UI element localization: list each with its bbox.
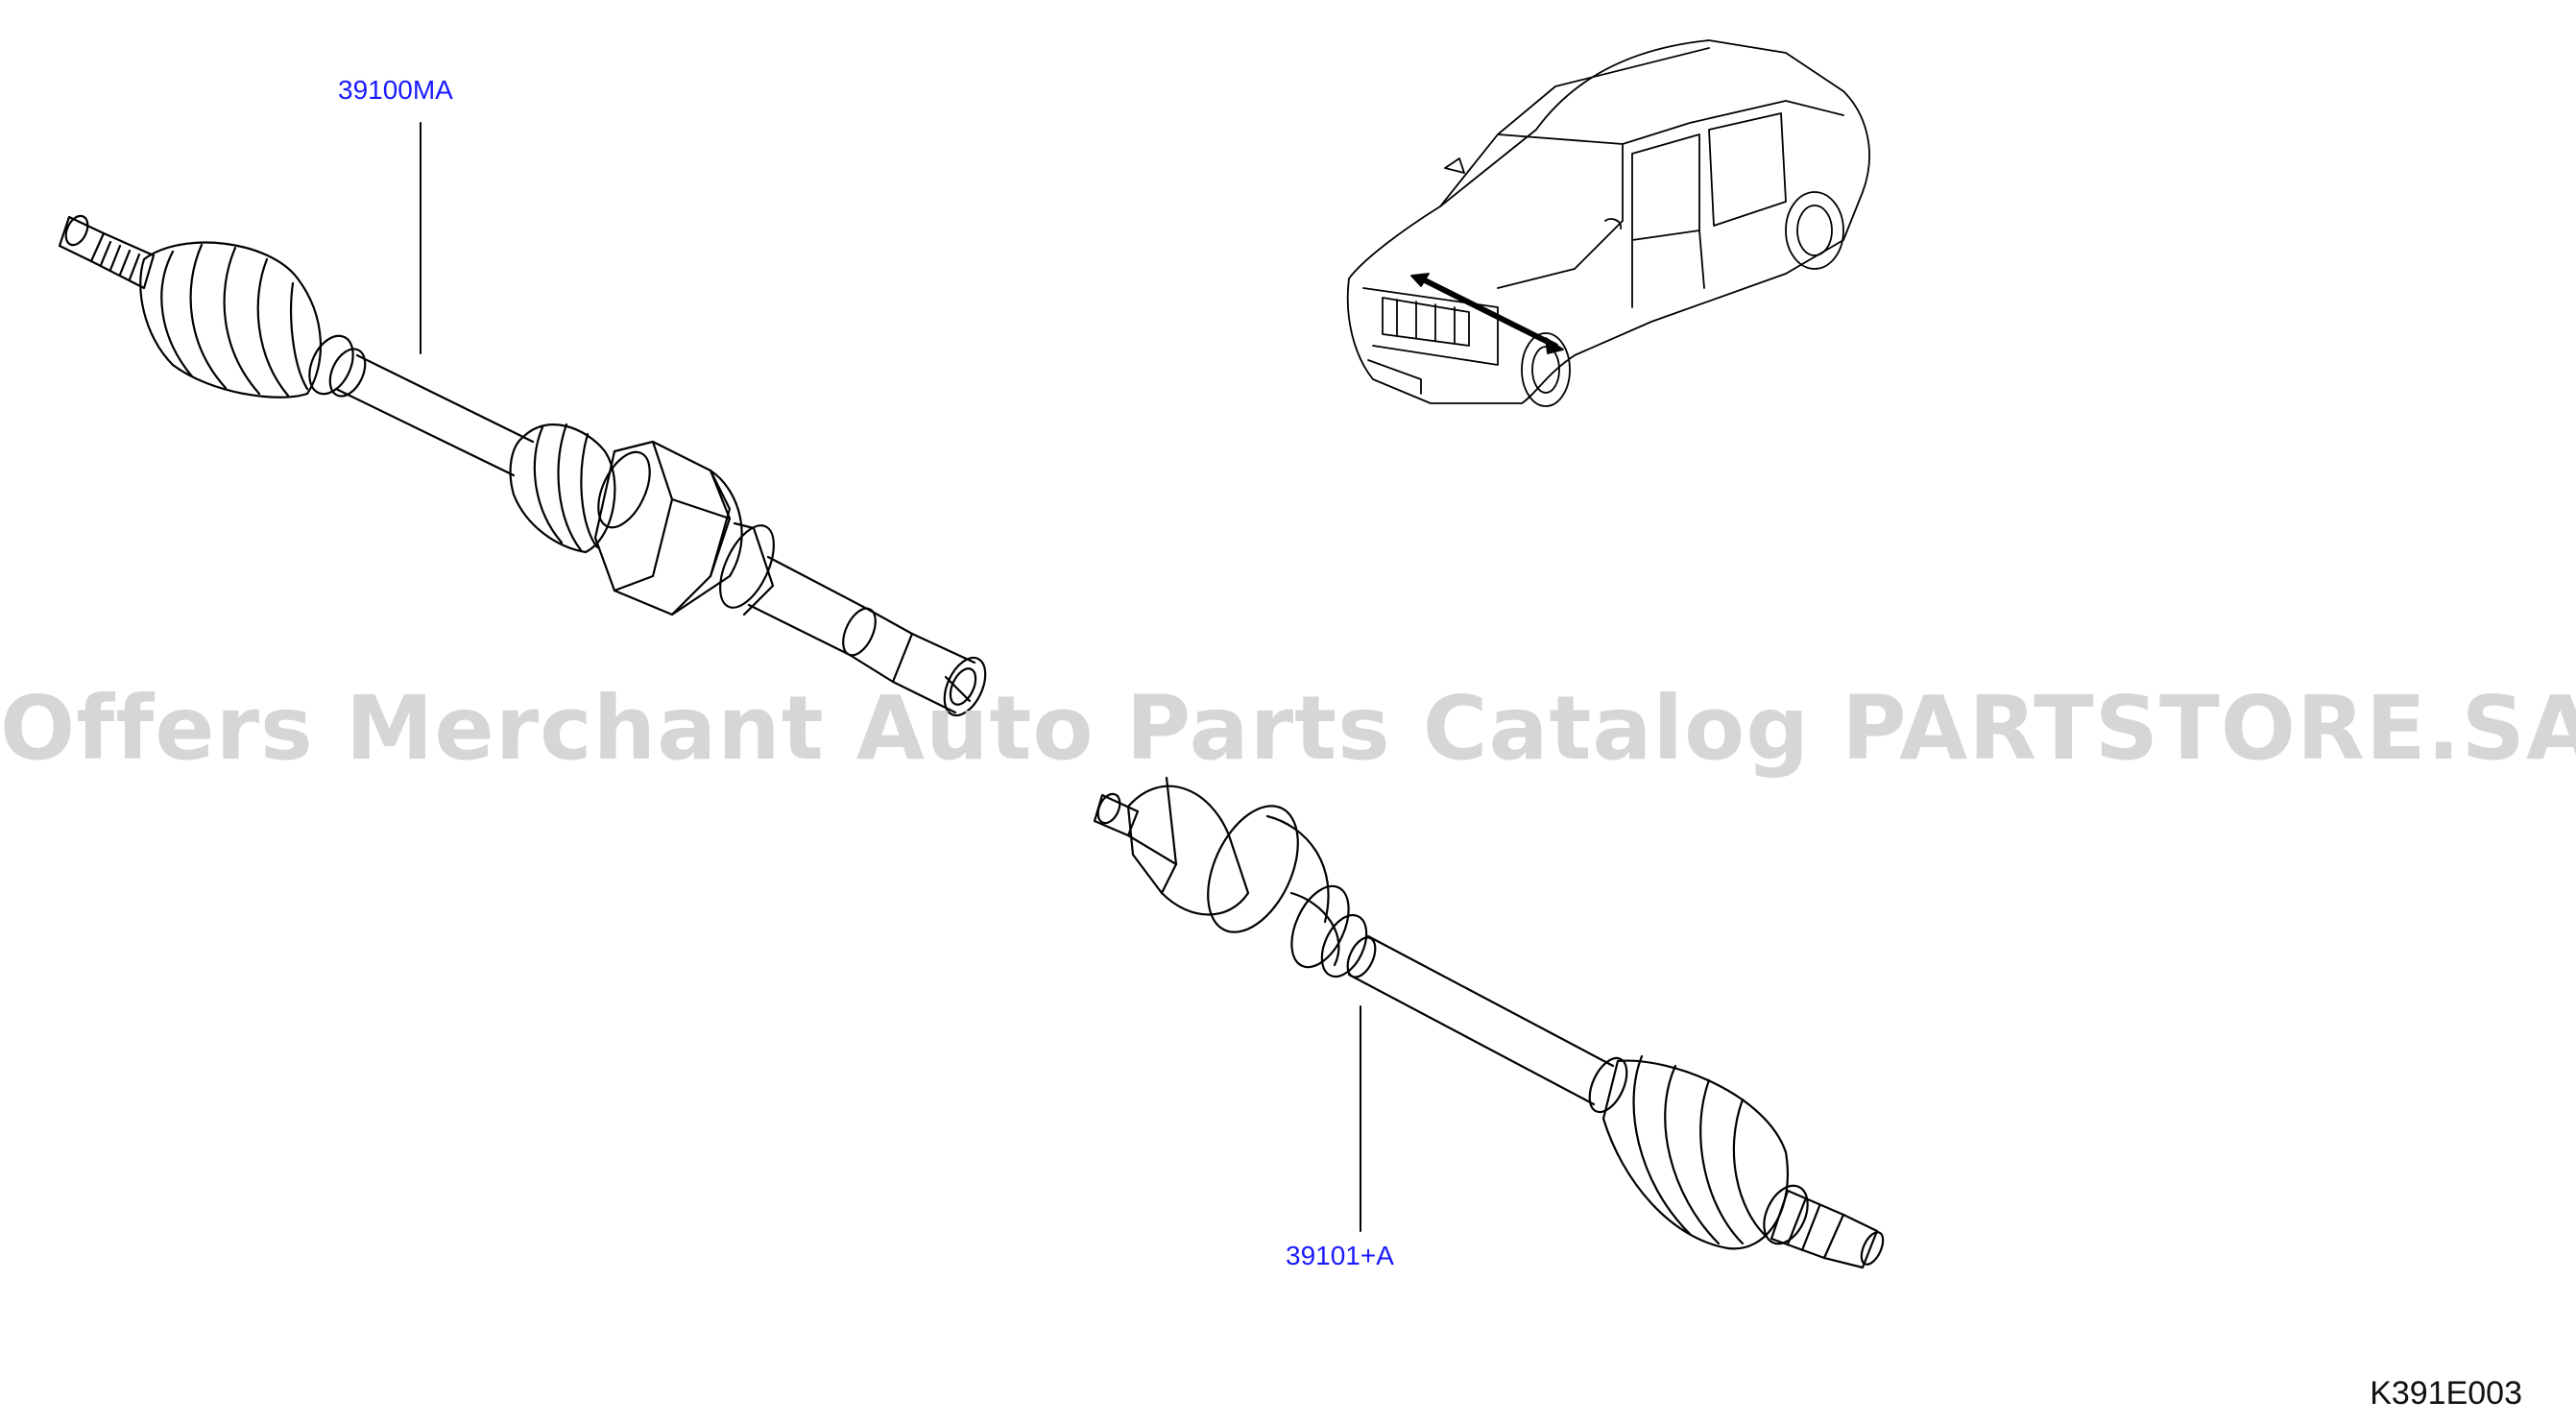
intermediate-shaft: [719, 521, 987, 717]
shaft-bar: [334, 353, 535, 477]
outer-cv-boot: [1588, 1054, 1809, 1250]
outer-cv-boot: [139, 241, 367, 399]
tripod-housing: [1126, 776, 1250, 916]
spline-stub: [1769, 1189, 1885, 1269]
shaft-bar: [1347, 934, 1615, 1106]
diagram-code: K391E003: [2370, 1375, 2522, 1412]
sedan-car-icon: [1346, 39, 1870, 407]
drive-shaft-right-icon[interactable]: [1093, 776, 1888, 1269]
part-label-39100MA[interactable]: 39100MA: [338, 75, 453, 105]
inner-cv-boot: [1207, 805, 1377, 978]
watermark-text: Offers Merchant Auto Parts Catalog PARTS…: [0, 677, 2576, 780]
spline-stub: [58, 214, 156, 290]
inner-cv-boot: [509, 423, 651, 554]
part-label-39101A[interactable]: 39101+A: [1286, 1241, 1394, 1270]
tripod-housing: [593, 440, 743, 616]
drive-shaft-left-icon[interactable]: [58, 212, 994, 721]
